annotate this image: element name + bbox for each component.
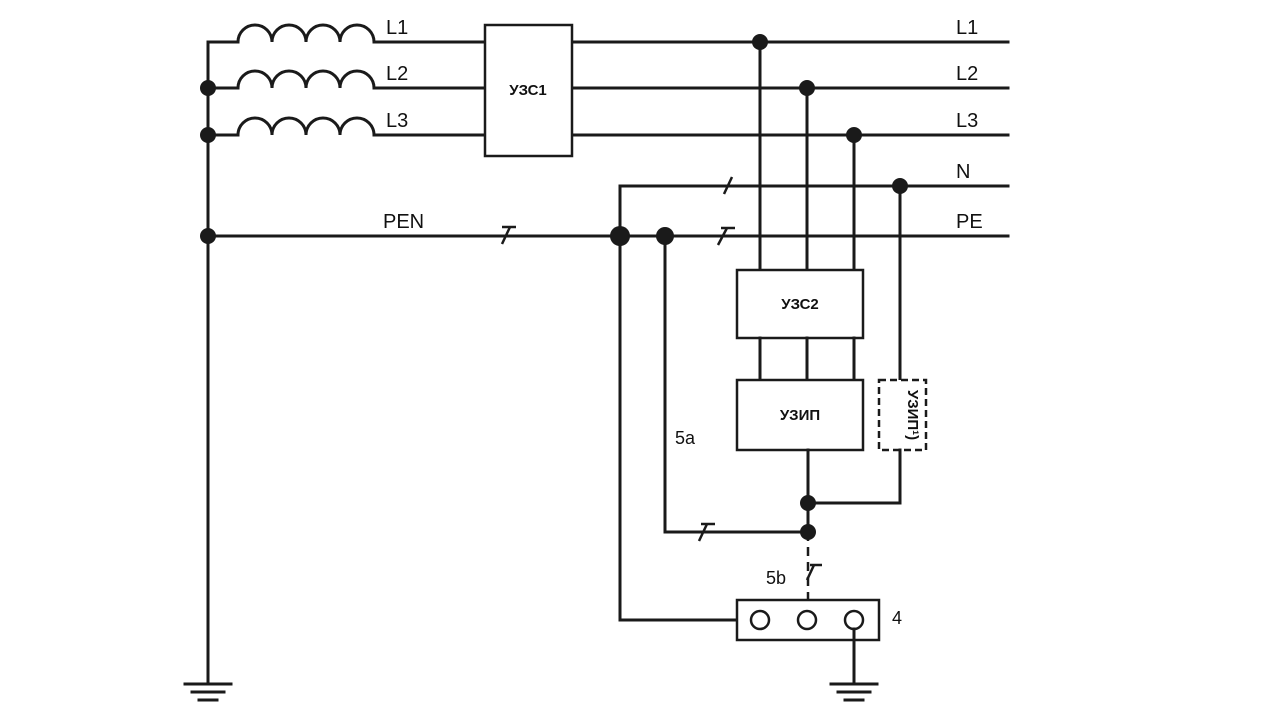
junction-dot <box>800 495 816 511</box>
label-5a: 5a <box>675 428 696 448</box>
winding-l3 <box>236 116 376 137</box>
junction-dot <box>799 80 815 96</box>
block-uzs2 <box>735 268 865 340</box>
ground-icon-left <box>183 682 233 702</box>
label-pen: PEN <box>383 211 424 233</box>
junction-dot <box>846 127 862 143</box>
label-l3-source: L3 <box>386 110 408 132</box>
winding-l1 <box>236 23 376 44</box>
ground-icon-right <box>829 682 879 702</box>
junction-dot <box>752 34 768 50</box>
junction-dot <box>200 80 216 96</box>
block-uzip-optional <box>877 378 928 452</box>
winding-l2 <box>236 69 376 90</box>
junction-dot <box>200 228 216 244</box>
terminal-2 <box>796 609 818 631</box>
label-uzip-optional: УЗИП¹) <box>904 390 921 440</box>
label-terminal-4: 4 <box>892 608 902 628</box>
pen-break-mark <box>500 226 512 245</box>
pe-break-mark <box>716 227 729 246</box>
5b-break-mark <box>805 564 816 581</box>
label-pe-out: PE <box>956 211 983 233</box>
label-n-out: N <box>956 161 970 183</box>
label-l2-source: L2 <box>386 63 408 85</box>
junction-dot <box>200 127 216 143</box>
label-l1-source: L1 <box>386 17 408 39</box>
label-uzs2: УЗС2 <box>781 296 819 313</box>
block-uzip <box>735 378 865 452</box>
junction-dot <box>656 227 674 245</box>
label-uzip: УЗИП <box>780 407 820 424</box>
terminal-block-4 <box>735 598 881 642</box>
label-l1-out: L1 <box>956 17 978 39</box>
junction-dot <box>800 524 816 540</box>
terminal-1 <box>749 609 771 631</box>
label-uzs1: УЗС1 <box>509 82 547 99</box>
junction-dot <box>892 178 908 194</box>
label-l2-out: L2 <box>956 63 978 85</box>
5a-break-mark <box>697 523 709 542</box>
label-l3-out: L3 <box>956 110 978 132</box>
block-uzs1 <box>483 23 574 158</box>
junction-dot <box>610 226 630 246</box>
label-5b: 5b <box>766 568 786 588</box>
n-break-mark <box>722 176 734 195</box>
